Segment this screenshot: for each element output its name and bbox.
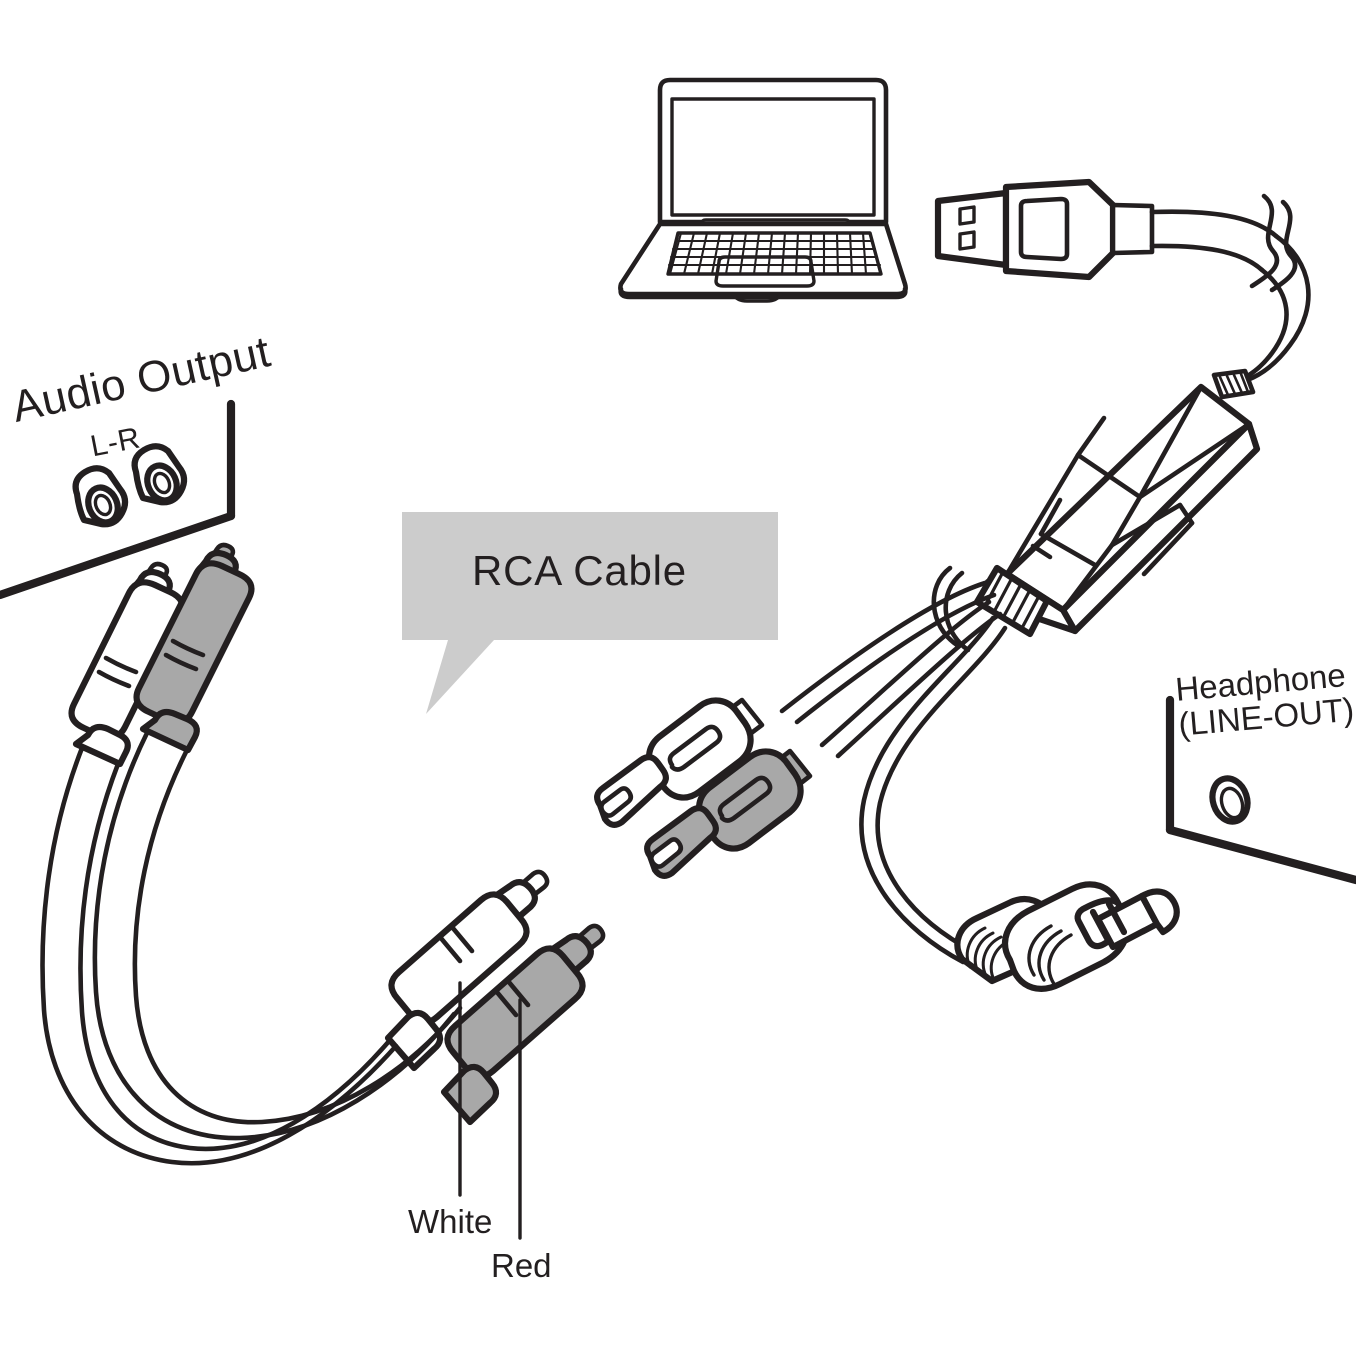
white-connector-label: White [408, 1203, 493, 1240]
usb-cable [1225, 193, 1311, 389]
trs-plug-icon [954, 881, 1180, 992]
rca-cable-callout [402, 512, 778, 714]
rca-jack-red-icon [644, 748, 813, 879]
rca-plug-red-lower-icon [440, 923, 606, 1126]
leader-lines [458, 981, 522, 1240]
rca-cable-callout-label: RCA Cable [472, 547, 687, 594]
headphone-label: Headphone(LINE-OUT) [1174, 656, 1356, 742]
rca-plug-white-upper-icon [68, 561, 186, 768]
rca-plug-white-lower-icon [384, 869, 550, 1072]
rca-jack-white-icon [594, 697, 765, 828]
laptop-icon [618, 77, 908, 303]
rca-plug-red-upper-icon [133, 542, 255, 754]
usb-a-plug-icon [934, 178, 1279, 281]
audio-output-panel [0, 399, 236, 600]
headphone-socket-icon [1209, 775, 1251, 825]
cable-fan-bundle [779, 565, 1008, 965]
headphone-panel [1165, 695, 1356, 885]
red-connector-label: Red [491, 1247, 552, 1284]
rca-cable-loops [40, 730, 463, 1166]
rca-socket-right-icon [131, 443, 188, 506]
rca-socket-left-icon [72, 465, 129, 528]
usb-capture-device-icon [973, 368, 1261, 638]
